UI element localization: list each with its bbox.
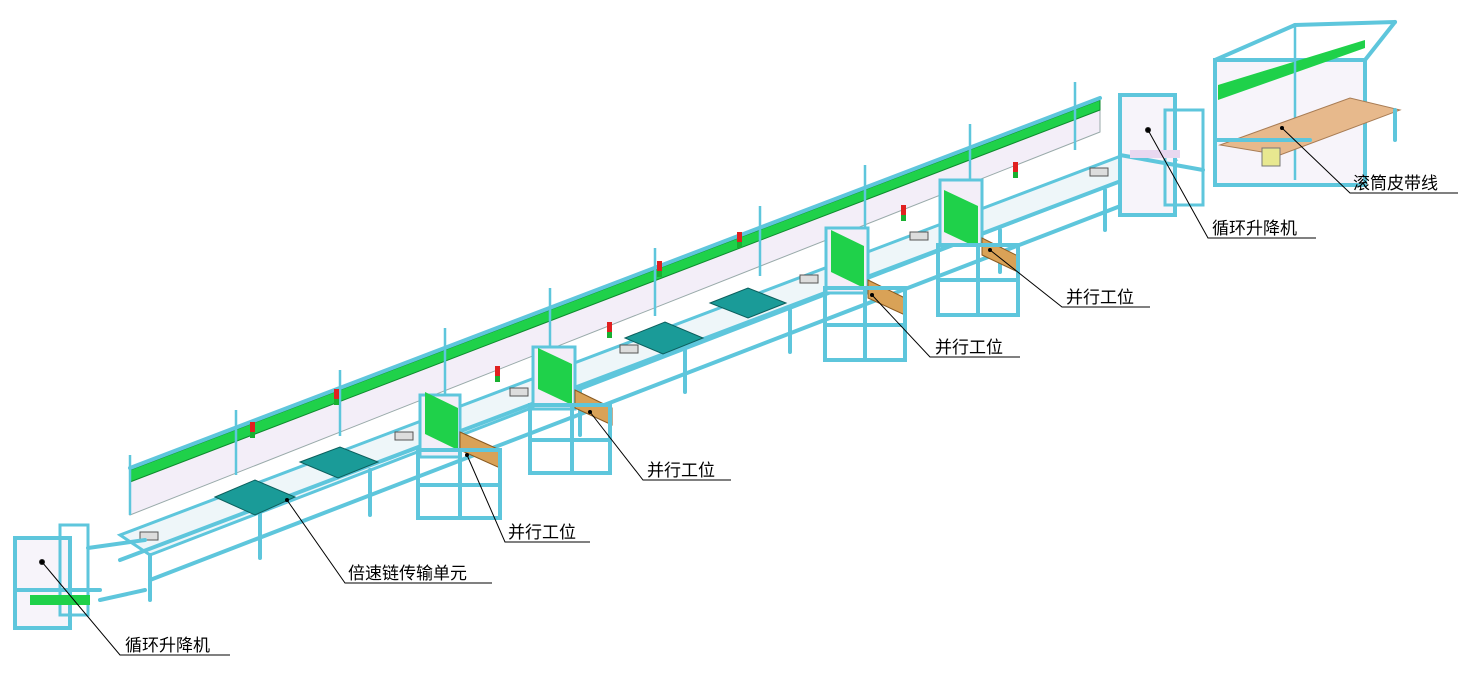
label-station-1: 并行工位: [508, 523, 576, 543]
fixtures: [139, 167, 1109, 541]
green-rail: [129, 99, 1101, 483]
labels: 循环升降机 倍速链传输单元 并行工位 并行工位 并行工位 并行工位 循环升降机 …: [125, 174, 1438, 656]
label-roller-belt: 滚筒皮带线: [1353, 174, 1438, 194]
leader-lines: [40, 126, 1458, 656]
signal-lamps: [250, 162, 1018, 438]
label-lifter-left: 循环升降机: [125, 636, 210, 656]
workstation-2: [528, 345, 613, 475]
label-chain-unit: 倍速链传输单元: [348, 564, 467, 584]
panel-posts: [128, 82, 1077, 515]
label-station-4: 并行工位: [1066, 288, 1134, 308]
workstation-4: [936, 178, 1020, 317]
main-conveyor: [116, 82, 1179, 602]
roller-belt-machine: [1213, 20, 1402, 187]
workstation-3: [823, 226, 907, 362]
label-station-3: 并行工位: [935, 338, 1003, 358]
lifter-right-machine: [1118, 93, 1205, 217]
pallets: [213, 287, 788, 516]
workstation-1: [416, 392, 502, 520]
lifter-left-machine: [13, 523, 147, 630]
label-lifter-right: 循环升降机: [1212, 219, 1297, 239]
label-station-2: 并行工位: [647, 461, 715, 481]
